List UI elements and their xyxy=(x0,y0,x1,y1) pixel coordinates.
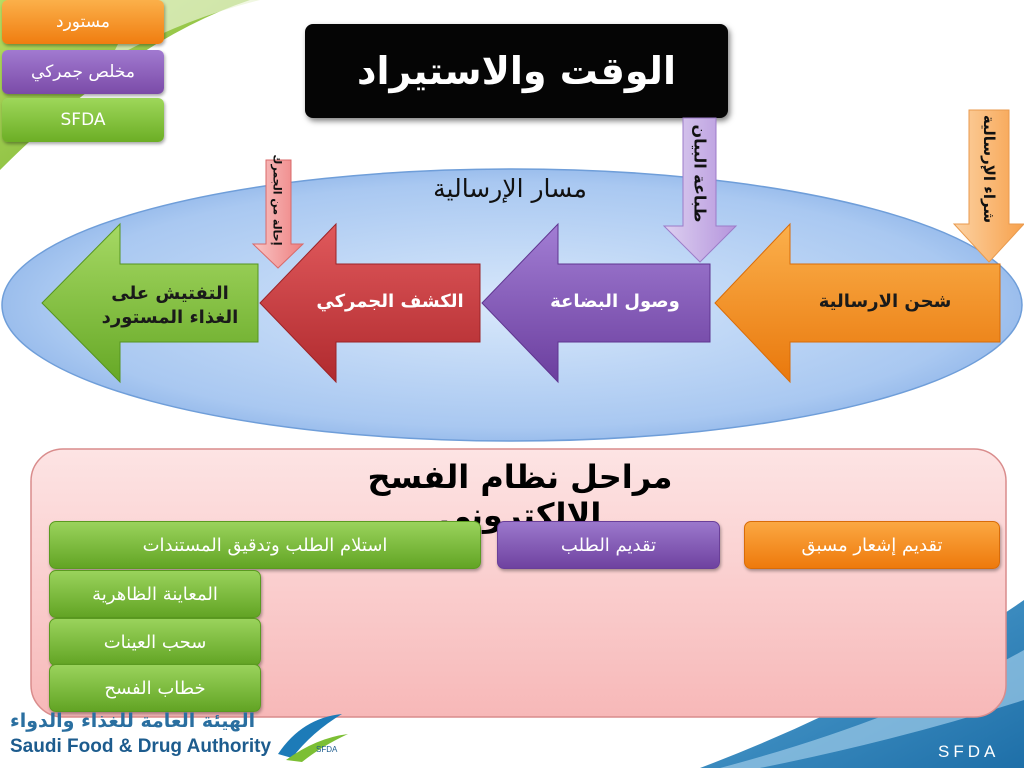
callout-arrow-referral xyxy=(251,159,305,269)
step-customs-label: الكشف الجمركي xyxy=(316,291,464,312)
arrow-shipment xyxy=(714,222,1001,384)
stage-submit-request: تقديم الطلب xyxy=(497,521,720,569)
sfda-corner-mark: SFDA xyxy=(938,742,1000,761)
legend-customs-broker: مخلص جمركي xyxy=(2,50,164,94)
step-inspection-line1: التفتيش على xyxy=(111,283,229,304)
step-inspection-line2: الغذاء المستورد xyxy=(101,307,239,328)
stage-receive-request: استلام الطلب وتدقيق المستندات xyxy=(49,521,481,569)
legend-importer: مستورد xyxy=(2,0,164,44)
logo-badge-text: SFDA xyxy=(316,745,338,754)
callout-purchase-label: شراء الإرسالية xyxy=(980,114,998,224)
stage-release-letter: خطاب الفسح xyxy=(49,664,261,712)
callout-referral-label: إحالة من الجمرك xyxy=(270,154,284,246)
page-title: الوقت والاستيراد xyxy=(305,24,728,118)
stage-sampling: سحب العينات xyxy=(49,618,261,666)
step-arrival-label: وصول البضاعة xyxy=(550,291,680,312)
stages-panel xyxy=(30,448,1007,718)
arrow-inspection xyxy=(41,222,259,384)
callout-arrow-manifest xyxy=(662,117,738,263)
stages-title: مراحل نظام الفسح الإلكتروني xyxy=(367,458,673,534)
sfda-logo-mark: SFDA xyxy=(278,714,348,762)
logo-arabic-text: الهيئة العامة للغذاء والدواء xyxy=(10,710,256,732)
step-shipment-label: شحن الارسالية xyxy=(818,291,952,312)
arrow-arrival xyxy=(481,222,711,384)
callout-manifest-label: طباعة البيان xyxy=(690,124,710,223)
route-label: مسار الإرسالية xyxy=(433,174,587,203)
stage-visual-inspection: المعاينة الظاهرية xyxy=(49,570,261,618)
legend-sfda: SFDA xyxy=(2,98,164,142)
callout-arrow-purchase xyxy=(952,109,1024,263)
stage-prior-notice: تقديم إشعار مسبق xyxy=(744,521,1000,569)
logo-english-text: Saudi Food & Drug Authority xyxy=(10,736,272,757)
arrow-customs xyxy=(259,222,481,384)
